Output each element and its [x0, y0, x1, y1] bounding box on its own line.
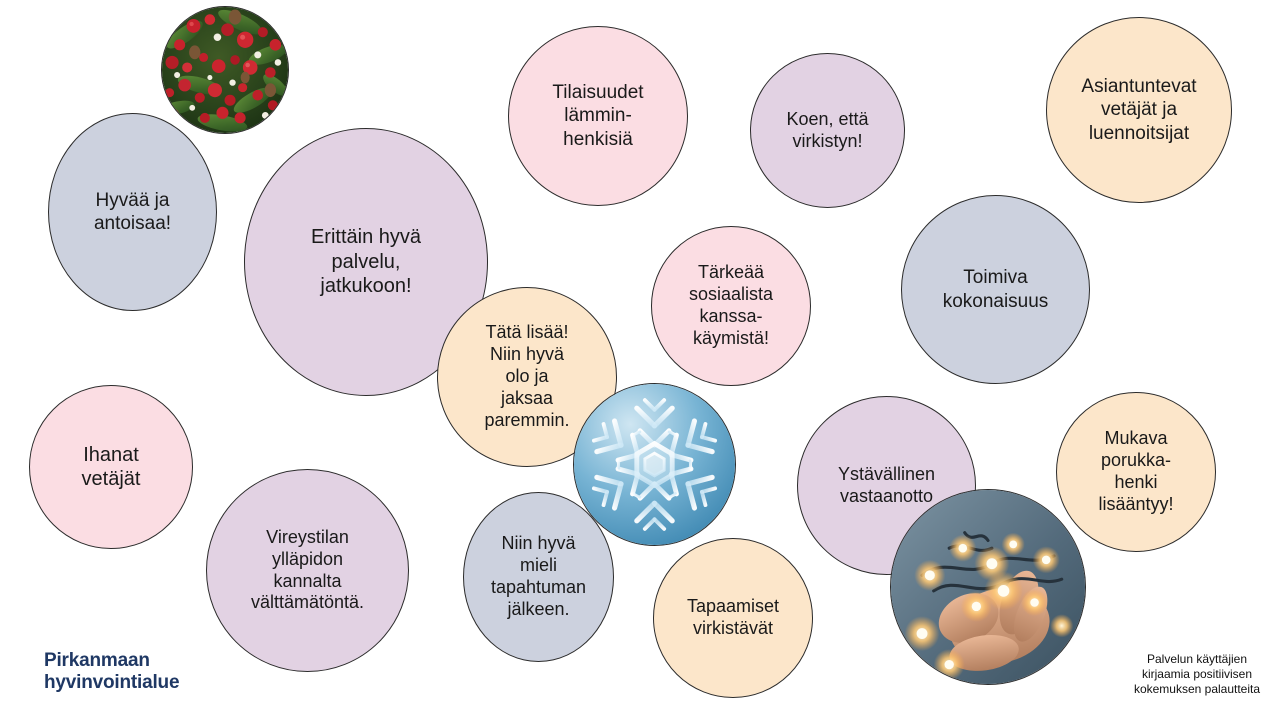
bubble-mukava-porukkahenki: Mukava porukka- henki lisääntyy!	[1056, 392, 1216, 552]
bubble-tapaamiset-virkistavat: Tapaamiset virkistävät	[653, 538, 813, 698]
bubble-vireystilan-yllapidon: Vireystilan ylläpidon kannalta välttämät…	[206, 469, 409, 672]
bubble-tarkeaa-sosiaalista: Tärkeää sosiaalista kanssa- käymistä!	[651, 226, 811, 386]
bubble-tilaisuudet-lamminhenkisia: Tilaisuudet lämmin- henkisiä	[508, 26, 688, 206]
snowflake-photo	[573, 383, 736, 546]
poster-caption: Palvelun käyttäjien kirjaamia positiivis…	[1133, 652, 1261, 696]
hands-with-lights-photo	[890, 489, 1086, 685]
organization-logo: Pirkanmaan hyvinvointialue	[44, 650, 180, 694]
christmas-berries-photo	[161, 6, 289, 134]
bubble-koen-etta-virkistyn: Koen, että virkistyn!	[750, 53, 905, 208]
bubble-niin-hyva-mieli: Niin hyvä mieli tapahtuman jälkeen.	[463, 492, 614, 662]
bubble-hyvaa-ja-antoisaa: Hyvää ja antoisaa!	[48, 113, 217, 311]
bubble-toimiva-kokonaisuus: Toimiva kokonaisuus	[901, 195, 1090, 384]
bubble-ihanat-vetajat: Ihanat vetäjät	[29, 385, 193, 549]
bubble-asiantuntevat-vetajat: Asiantuntevat vetäjät ja luennoitsijat	[1046, 17, 1232, 203]
